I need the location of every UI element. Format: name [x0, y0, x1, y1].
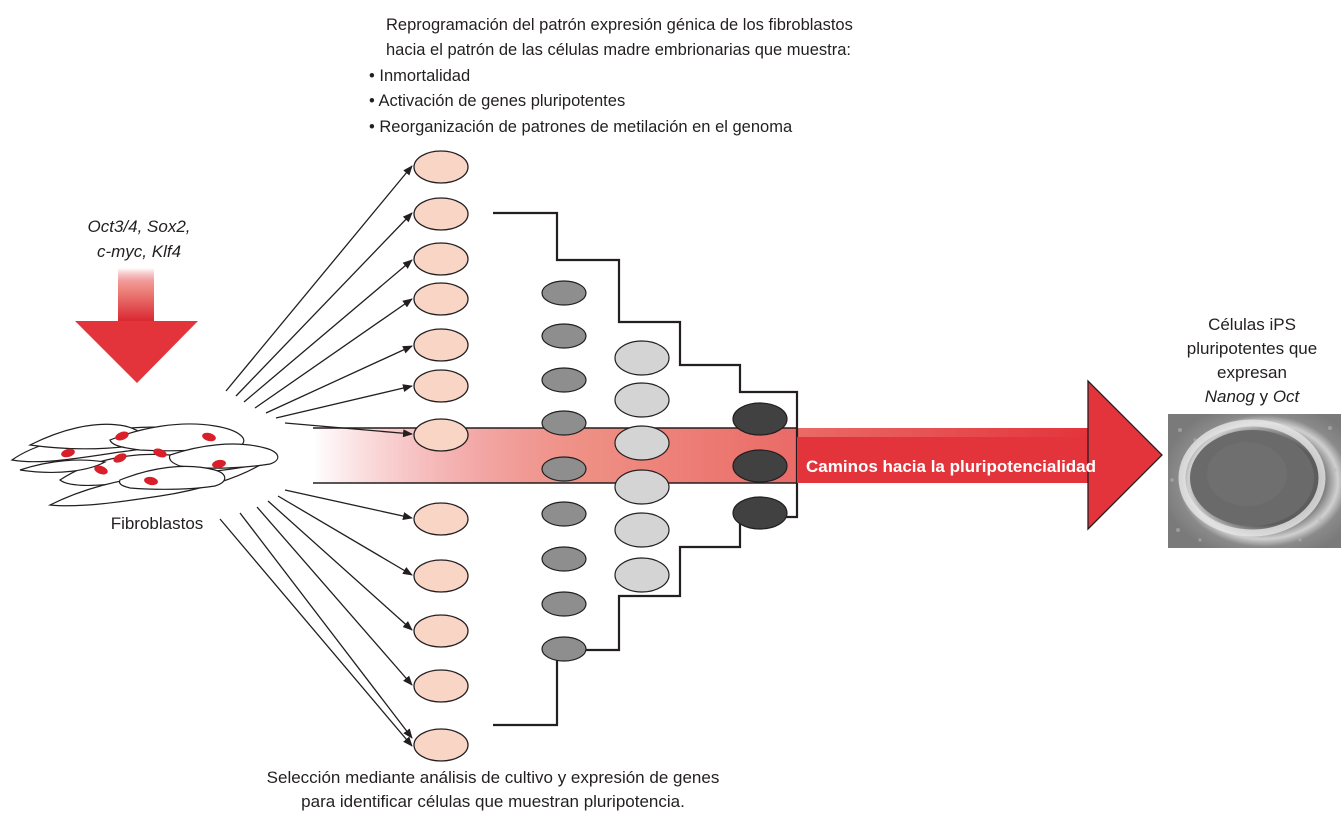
light-gray-cell — [614, 425, 670, 461]
pink-cell — [413, 197, 469, 231]
ips-label-line-4: Nanog y Oct — [1205, 387, 1301, 406]
pathway-arrow — [797, 379, 1163, 531]
fibroblast-cells — [10, 423, 279, 507]
pink-cell — [413, 669, 469, 703]
light-gray-cell — [614, 340, 670, 376]
gray-cell — [541, 323, 587, 349]
header-bullet-1: • Inmortalidad — [369, 67, 470, 85]
pink-cell — [413, 369, 469, 403]
fibroblast-nuclei — [61, 431, 226, 486]
factors-line-1: Oct3/4, Sox2, — [88, 217, 191, 236]
pink-cell — [413, 502, 469, 536]
pink-cell — [413, 559, 469, 593]
pathway-label: Caminos hacia la pluripotencialidad — [806, 457, 1096, 476]
header-line-2: hacia el patrón de las células madre emb… — [386, 41, 851, 59]
light-gray-cell — [614, 469, 670, 505]
light-gray-cell — [614, 382, 670, 418]
light-gray-cells-column — [614, 340, 670, 593]
pink-cell — [413, 614, 469, 648]
dark-cell — [732, 496, 788, 530]
ips-gene-oct: Oct — [1273, 387, 1301, 406]
header-bullet-2: • Activación de genes pluripotentes — [369, 92, 625, 110]
light-gray-cell — [614, 512, 670, 548]
dark-cell — [732, 449, 788, 483]
ips-conjunction: y — [1260, 387, 1273, 406]
pink-cell — [413, 328, 469, 362]
selection-arrows — [219, 165, 413, 747]
pink-cell — [413, 150, 469, 184]
pink-cell — [413, 242, 469, 276]
factors-arrow — [75, 268, 198, 383]
dark-cells-column — [732, 402, 788, 530]
dark-cell — [732, 402, 788, 436]
header-line-1: Reprogramación del patrón expresión géni… — [386, 16, 853, 34]
medium-gray-cells-column — [541, 280, 587, 662]
pink-cell — [413, 728, 469, 762]
gray-cell — [541, 367, 587, 393]
gray-cell — [541, 280, 587, 306]
gray-cell — [541, 636, 587, 662]
light-gray-cell — [614, 557, 670, 593]
ips-colony-photo — [1168, 414, 1341, 548]
gray-cell — [541, 591, 587, 617]
ips-label-line-2: pluripotentes que — [1187, 339, 1317, 358]
pink-cell — [413, 418, 469, 452]
pink-cells-column — [413, 150, 469, 762]
selection-caption-line-2: para identificar células que muestran pl… — [301, 792, 685, 811]
gray-cell — [541, 410, 587, 436]
ips-label-line-3: expresan — [1217, 363, 1287, 382]
ips-label-line-1: Células iPS — [1208, 315, 1296, 334]
pink-cell — [413, 282, 469, 316]
header-bullet-3: • Reorganización de patrones de metilaci… — [369, 118, 793, 136]
gray-cell — [541, 501, 587, 527]
fibroblasts-label: Fibroblastos — [111, 514, 204, 533]
gray-cell — [541, 456, 587, 482]
selection-caption-line-1: Selección mediante análisis de cultivo y… — [267, 768, 720, 787]
factors-line-2: c-myc, Klf4 — [97, 242, 181, 261]
ips-gene-nanog: Nanog — [1205, 387, 1256, 406]
gray-cell — [541, 546, 587, 572]
